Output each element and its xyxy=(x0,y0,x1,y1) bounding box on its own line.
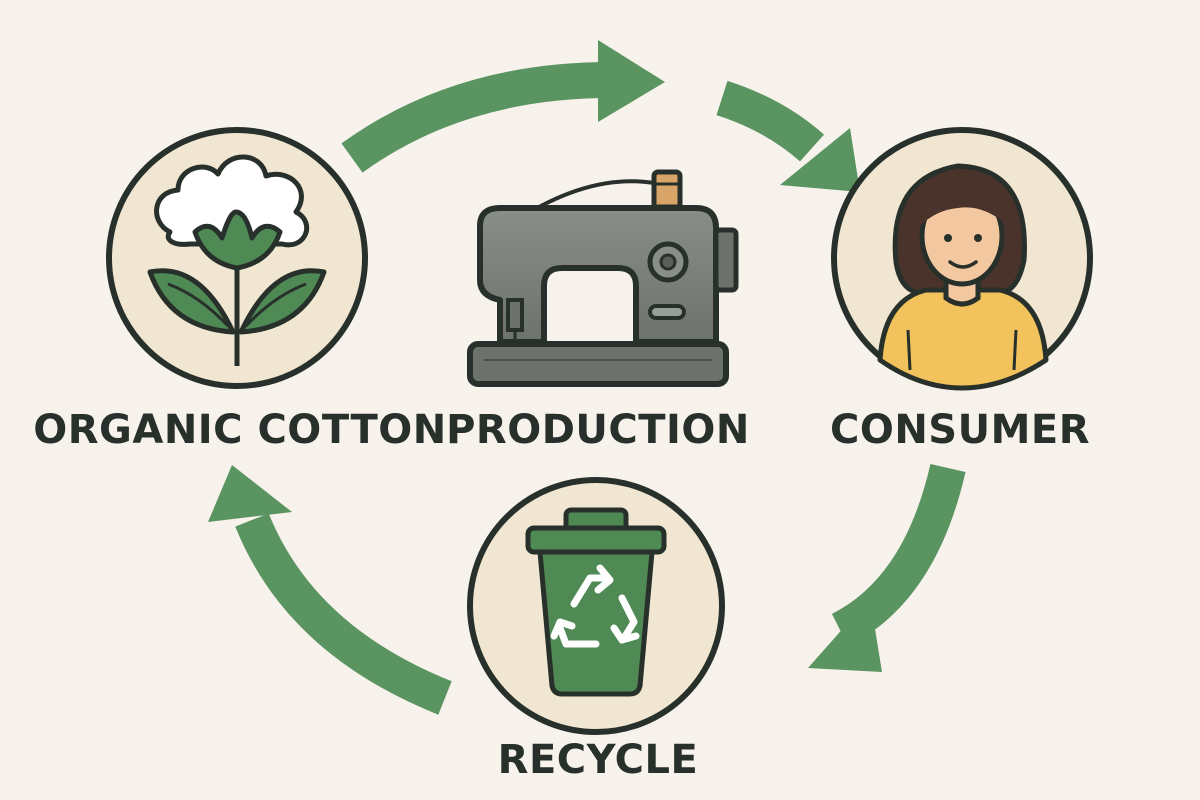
arrow-production-to-consumer xyxy=(716,80,860,192)
label-organic-cotton: ORGANIC COTTON xyxy=(33,407,447,453)
node-production xyxy=(467,169,739,387)
label-recycle: RECYCLE xyxy=(497,737,699,783)
cotton-plant-icon xyxy=(147,154,327,366)
arrow-consumer-to-recycle xyxy=(808,463,966,672)
person-icon xyxy=(877,163,1049,391)
label-consumer: CONSUMER xyxy=(829,407,1091,453)
arrow-cotton-to-production xyxy=(341,40,665,173)
node-organic-cotton xyxy=(106,127,368,389)
label-production: PRODUCTION xyxy=(446,407,750,453)
recycle-symbol-icon xyxy=(550,564,640,648)
arrow-recycle-to-cotton xyxy=(208,465,452,715)
node-recycle xyxy=(467,477,725,735)
sewing-machine-icon xyxy=(467,169,739,387)
node-consumer xyxy=(831,127,1093,391)
recycle-bin-icon xyxy=(525,507,667,697)
